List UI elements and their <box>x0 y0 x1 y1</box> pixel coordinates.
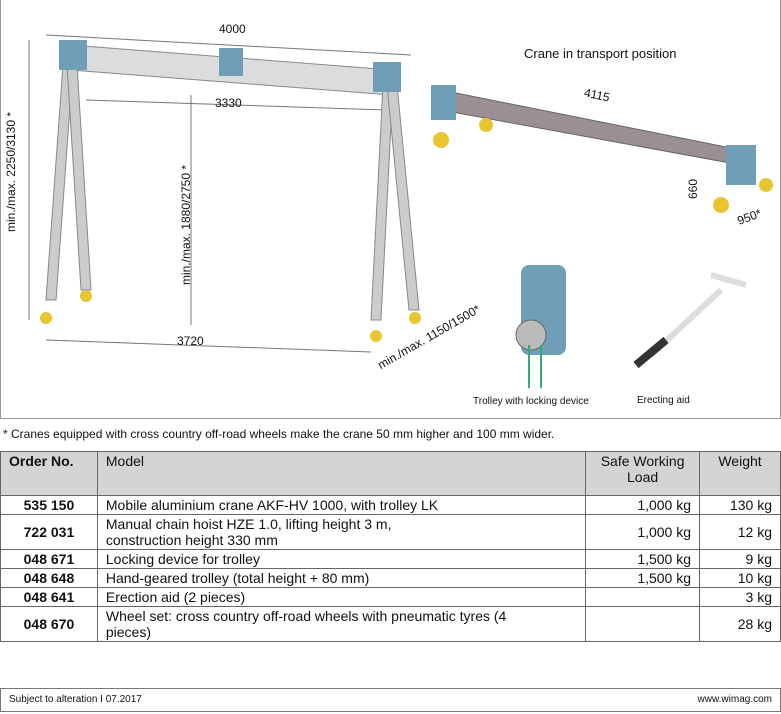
header-weight: Weight <box>699 451 781 496</box>
caption-erecting-aid: Erecting aid <box>637 395 690 406</box>
wheel <box>370 330 382 342</box>
dim-inner: 3330 <box>215 96 242 110</box>
wheel <box>40 312 52 324</box>
order-no: 722 031 <box>0 514 98 550</box>
order-no: 048 670 <box>0 606 98 642</box>
model: Manual chain hoist HZE 1.0, lifting heig… <box>96 514 587 550</box>
dim-base: 3720 <box>177 334 204 348</box>
model: Hand-geared trolley (total height + 80 m… <box>96 568 587 588</box>
weight: 12 kg <box>699 514 781 550</box>
model: Wheel set: cross country off-road wheels… <box>96 606 587 642</box>
right-head <box>373 62 401 92</box>
right-leg-a <box>370 84 394 321</box>
caption-trolley: Trolley with locking device <box>473 396 589 407</box>
dim-span: 4000 <box>219 22 246 36</box>
crane-drawing: 4000 3330 3720 min./max. 2250/3130 * min… <box>0 0 781 419</box>
load <box>585 606 701 642</box>
header-load: Safe Working Load <box>585 451 701 496</box>
weight: 10 kg <box>699 568 781 588</box>
footer-website[interactable]: www.wimag.com <box>697 694 772 705</box>
trolley <box>219 48 243 76</box>
transport-title: Crane in transport position <box>524 46 677 61</box>
transport-head <box>726 145 756 185</box>
model: Mobile aluminium crane AKF-HV 1000, with… <box>96 495 587 515</box>
footer: Subject to alteration I 07.2017 www.wima… <box>0 688 781 712</box>
dim-height-hook: min./max. 1880/2750 * <box>179 164 194 286</box>
erecting-aid-grip <box>633 336 669 369</box>
weight: 9 kg <box>699 549 781 569</box>
dim-height-total: min./max. 2250/3130 * <box>4 111 19 233</box>
load: 1,000 kg <box>585 514 701 550</box>
order-table: Order No. Model Safe Working Load Weight… <box>0 451 781 642</box>
header-model: Model <box>96 451 587 496</box>
left-head <box>59 40 87 70</box>
header-order: Order No. <box>0 451 98 496</box>
order-no: 048 641 <box>0 587 98 607</box>
weight: 3 kg <box>699 587 781 607</box>
footnote: * Cranes equipped with cross country off… <box>3 427 555 441</box>
load: 1,500 kg <box>585 568 701 588</box>
table-header: Order No. Model Safe Working Load Weight <box>0 451 781 496</box>
dim-line-4000 <box>45 34 412 56</box>
load: 1,500 kg <box>585 549 701 569</box>
dim-line-3720 <box>45 339 372 353</box>
load: 1,000 kg <box>585 495 701 515</box>
weight: 28 kg <box>699 606 781 642</box>
order-no: 048 671 <box>0 549 98 569</box>
dim-transport-height: 660 <box>686 178 701 200</box>
model: Erection aid (2 pieces) <box>96 587 587 607</box>
wheel <box>409 312 421 324</box>
dim-line-3330 <box>85 99 387 111</box>
load <box>585 587 701 607</box>
left-leg-b <box>66 64 92 291</box>
order-no: 535 150 <box>0 495 98 515</box>
wheel <box>80 290 92 302</box>
order-no: 048 648 <box>0 568 98 588</box>
right-leg-b <box>386 84 420 311</box>
crane-illustration <box>28 34 773 388</box>
weight: 130 kg <box>699 495 781 515</box>
footer-note: Subject to alteration I 07.2017 <box>9 694 142 705</box>
model: Locking device for trolley <box>96 549 587 569</box>
transport-head <box>431 85 456 120</box>
